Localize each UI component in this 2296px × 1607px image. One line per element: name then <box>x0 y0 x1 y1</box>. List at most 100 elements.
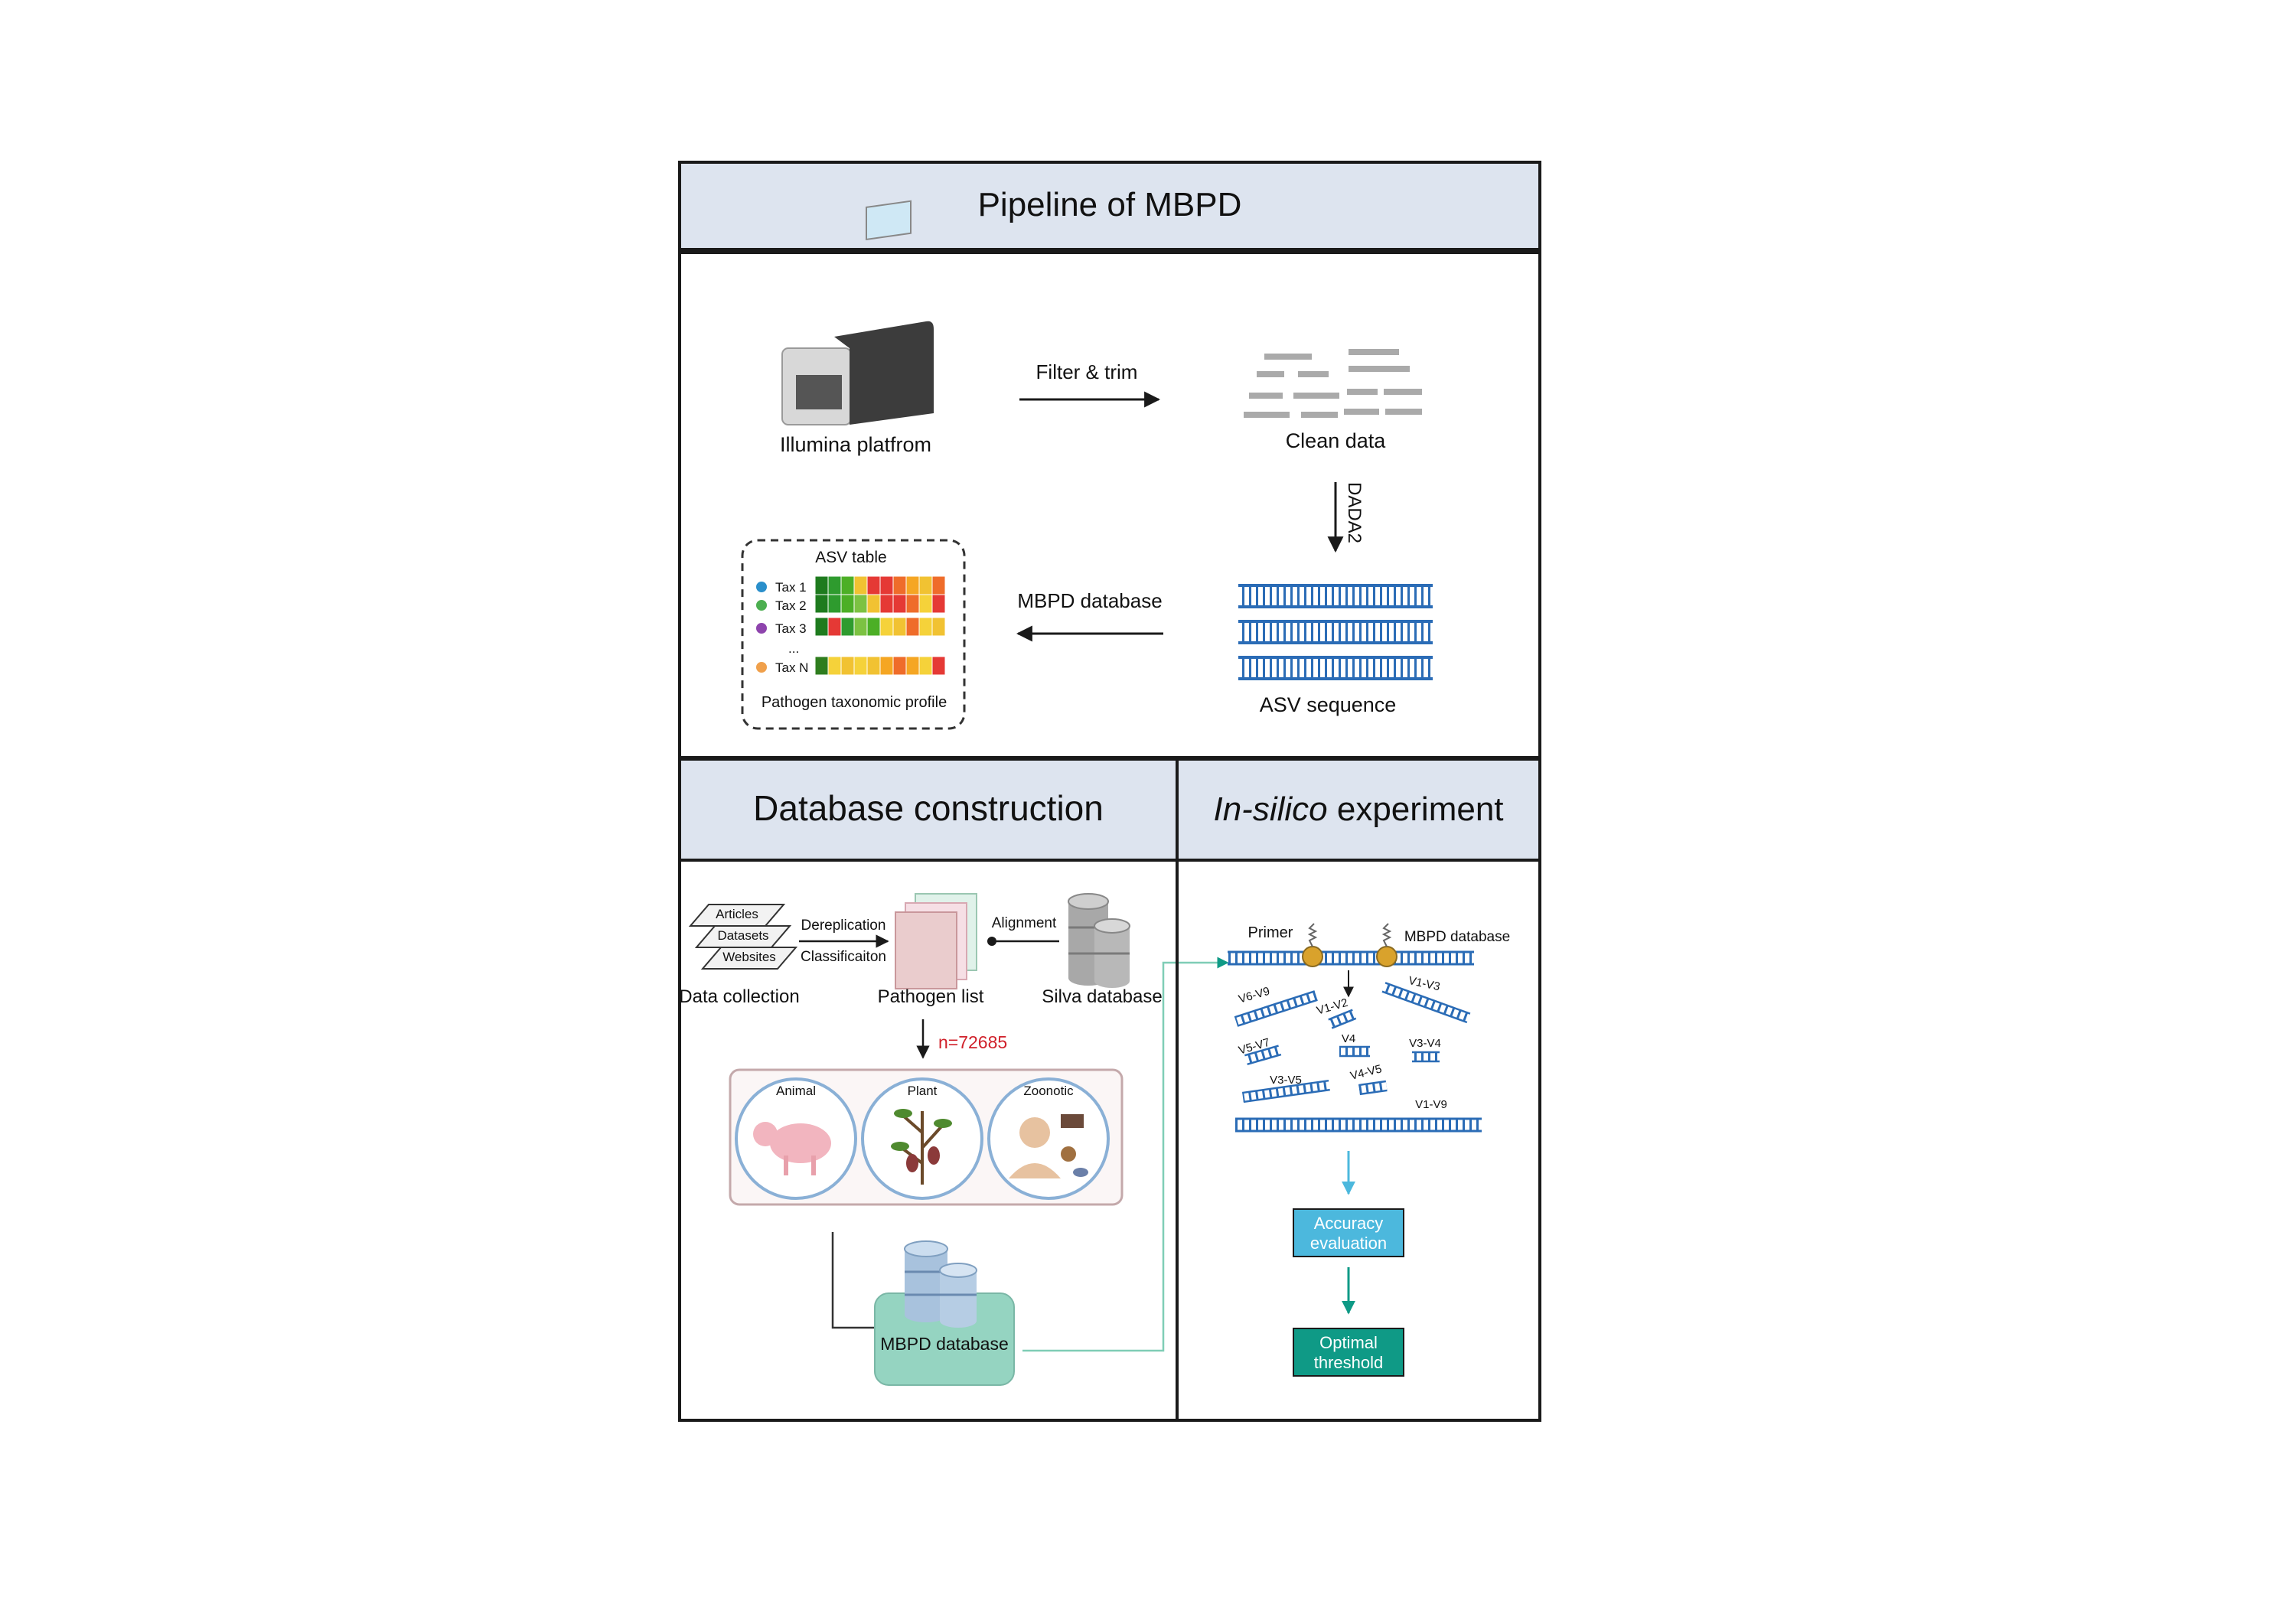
heatmap-cell <box>814 594 829 614</box>
fragment-v4-v5 <box>1358 1080 1388 1096</box>
heatmap-cell <box>879 617 894 637</box>
heatmap-cell <box>866 594 881 614</box>
fragment-label: V1-V9 <box>1415 1098 1447 1111</box>
heatmap-cell <box>853 617 868 637</box>
heatmap-cell <box>840 594 855 614</box>
heatmap-cell <box>840 617 855 637</box>
fragment-label: V3-V4 <box>1409 1037 1441 1050</box>
dereplication-label: Dereplication <box>801 918 886 934</box>
animal-circle <box>735 1077 857 1200</box>
pipeline-panel: Pipeline of MBPD Illumina platfrom Filte… <box>678 161 1541 759</box>
heatmap-cell <box>827 594 842 614</box>
heatmap-cell <box>931 617 946 637</box>
primer-squiggle-left <box>1307 923 1318 947</box>
clean-data-icon <box>1244 349 1422 418</box>
heatmap-cell <box>931 656 946 676</box>
illumina-label: Illumina platfrom <box>780 433 931 456</box>
heatmap-cell <box>853 656 868 676</box>
asv-row-label: Tax 2 <box>775 598 807 613</box>
plant-label: Plant <box>908 1084 938 1098</box>
mbpd-database-label: MBPD database <box>880 1334 1008 1354</box>
pipeline-body <box>678 251 1541 759</box>
fragments <box>1234 982 1471 1103</box>
pipeline-title: Pipeline of MBPD <box>978 186 1242 223</box>
source-label: Datasets <box>717 928 768 943</box>
fragment-v1-v2 <box>1328 1009 1357 1029</box>
clean-data-label: Clean data <box>1286 429 1387 452</box>
heatmap-cell <box>853 575 868 595</box>
fragment-v3-v4 <box>1412 1051 1440 1063</box>
heatmap-cell <box>892 594 907 614</box>
fragment-v6-v9 <box>1234 990 1318 1027</box>
asv-row-dot <box>756 582 767 592</box>
heatmap-cell <box>840 656 855 676</box>
asv-row-label: ... <box>788 641 799 656</box>
insilico-header <box>1176 758 1541 862</box>
zoonotic-circle <box>987 1077 1110 1200</box>
heatmap-cell <box>892 617 907 637</box>
data-collection-label: Data collection <box>679 986 799 1007</box>
plant-circle <box>861 1077 983 1200</box>
heatmap-cell <box>814 575 829 595</box>
category-connector <box>831 1232 875 1329</box>
sequencer-icon <box>781 200 934 425</box>
pathogen-list-label: Pathogen list <box>878 986 984 1007</box>
dada2-label: DADA2 <box>1344 482 1365 543</box>
accuracy-label-2: evaluation <box>1310 1234 1387 1253</box>
heatmap-cell <box>905 656 920 676</box>
threshold-label-1: Optimal <box>1319 1333 1378 1352</box>
fragment-v3-v5 <box>1241 1079 1330 1103</box>
asv-row-label: Tax 1 <box>775 580 807 595</box>
fragment-label: V4-V5 <box>1349 1062 1384 1083</box>
primer-dot-right <box>1376 946 1397 967</box>
primer-dot-left <box>1302 946 1323 967</box>
insilico-mbpd-label: MBPD database <box>1404 929 1510 945</box>
zoonotic-label: Zoonotic <box>1023 1084 1074 1098</box>
asv-table-footer: Pathogen taxonomic profile <box>762 694 947 711</box>
heatmap-cell <box>879 575 894 595</box>
heatmap-cell <box>892 656 907 676</box>
insilico-body <box>1176 859 1541 1422</box>
fragment-v4 <box>1339 1045 1370 1058</box>
heatmap-cell <box>866 575 881 595</box>
insilico-title-rest: experiment <box>1328 790 1504 828</box>
threshold-label-2: threshold <box>1314 1353 1384 1372</box>
accuracy-label-1: Accuracy <box>1314 1214 1383 1233</box>
source-label: Websites <box>722 950 776 964</box>
animal-label: Animal <box>776 1084 816 1098</box>
pathogen-list-icon <box>895 893 977 989</box>
fragment-label: V3-V5 <box>1270 1074 1302 1087</box>
heatmap-cell <box>892 575 907 595</box>
heatmap-cell <box>879 656 894 676</box>
source-stack <box>688 904 798 970</box>
heatmap-cell <box>840 575 855 595</box>
asv-table-box <box>741 539 966 730</box>
asv-row-dot <box>756 662 767 673</box>
fragment-label: V4 <box>1342 1032 1355 1045</box>
heatmap-cell <box>905 594 920 614</box>
alignment-label: Alignment <box>992 915 1057 931</box>
mbpd-cylinders <box>904 1240 977 1328</box>
heatmap-cell <box>879 594 894 614</box>
v1-v9-strand <box>1235 1117 1482 1133</box>
heatmap-cell <box>918 594 933 614</box>
fragment-v1-v3 <box>1381 982 1471 1024</box>
insilico-title: In-silico experiment <box>1213 790 1503 828</box>
asv-row-label: Tax 3 <box>775 621 807 636</box>
heatmap-cell <box>827 617 842 637</box>
insilico-link <box>1022 957 1229 1352</box>
asv-table-title: ASV table <box>815 549 886 566</box>
primer-squiggle-right <box>1381 923 1392 947</box>
mbpd-arrow-label: MBPD database <box>1017 589 1162 612</box>
asv-row-dot <box>756 600 767 611</box>
heatmap-cell <box>918 656 933 676</box>
fragment-v5-v7 <box>1244 1045 1282 1065</box>
database-title: Database construction <box>753 788 1104 828</box>
heatmap-cell <box>866 656 881 676</box>
silva-database-icon <box>1068 893 1130 988</box>
fragment-label: V6-V9 <box>1237 985 1271 1006</box>
silva-label: Silva database <box>1042 986 1162 1007</box>
